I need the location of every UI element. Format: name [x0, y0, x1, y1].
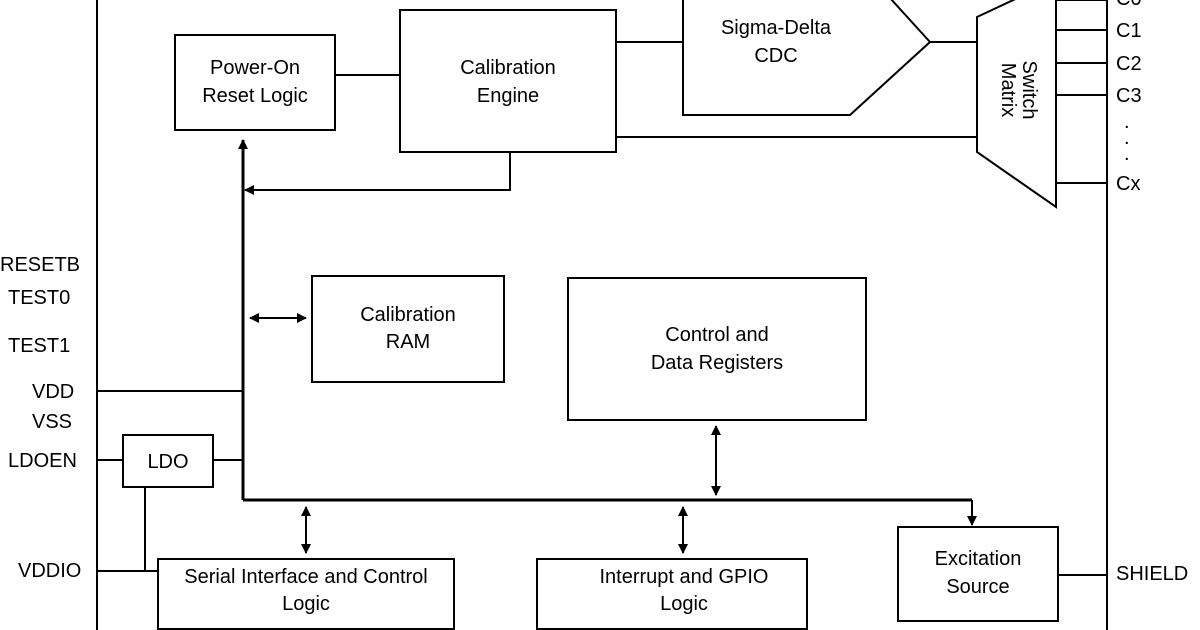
- pin-shield: SHIELD: [1116, 563, 1188, 585]
- pin-cx: Cx: [1116, 173, 1140, 195]
- serial-label-line2: Logic: [282, 593, 330, 615]
- pin-ldoen: LDOEN: [8, 450, 77, 472]
- control-data-registers-block: Control and Data Registers: [567, 277, 867, 421]
- pin-vddio: VDDIO: [18, 560, 81, 582]
- pin-c1: C1: [1116, 20, 1142, 42]
- por-label-line2: Reset Logic: [202, 85, 308, 107]
- ldo-block: LDO: [122, 434, 214, 488]
- cal-ram-label-line2: RAM: [386, 331, 430, 353]
- excitation-label-line1: Excitation: [935, 548, 1022, 570]
- excitation-source-block: Excitation Source: [897, 526, 1059, 622]
- pin-test1: TEST1: [8, 335, 70, 357]
- pin-c2: C2: [1116, 53, 1142, 75]
- ctrl-regs-label-line1: Control and: [665, 324, 768, 346]
- calibration-engine-block: Calibration Engine: [399, 9, 617, 153]
- pin-vss: VSS: [32, 411, 72, 433]
- serial-label-line1: Serial Interface and Control: [184, 566, 427, 588]
- switch-matrix-label-line1: Switch: [1018, 61, 1040, 120]
- pin-ellipsis-dot-2: .: [1124, 127, 1130, 149]
- power-on-reset-block: Power-On Reset Logic: [174, 34, 336, 131]
- pin-c3: C3: [1116, 85, 1142, 107]
- pin-ellipsis-dot-3: .: [1124, 143, 1130, 165]
- pin-vdd: VDD: [32, 381, 74, 403]
- pin-test0: TEST0: [8, 287, 70, 309]
- cal-ram-label-line1: Calibration: [360, 304, 456, 326]
- cal-engine-label-line1: Calibration: [460, 57, 556, 79]
- cal-engine-label-line2: Engine: [477, 85, 539, 107]
- right-pin-labels: C0 C1 C2 C3 . . . Cx SHIELD: [1116, 0, 1188, 585]
- left-pin-labels: RESETB TEST0 TEST1 VDD VSS LDOEN VDDIO: [0, 254, 81, 582]
- cdc-label-line1: Sigma-Delta: [721, 17, 832, 39]
- cdc-label-line2: CDC: [754, 45, 797, 67]
- ldo-label: LDO: [147, 451, 188, 473]
- interrupt-gpio-block: Interrupt and GPIO Logic: [536, 558, 808, 630]
- pin-c0: C0: [1116, 0, 1142, 10]
- interrupt-label-line1: Interrupt and GPIO: [600, 566, 769, 588]
- calibration-ram-block: Calibration RAM: [311, 275, 505, 383]
- switch-matrix-label-line2: Matrix: [997, 63, 1019, 117]
- sigma-delta-cdc-block: Sigma-Delta CDC: [682, 0, 932, 116]
- excitation-label-line2: Source: [946, 576, 1009, 598]
- pin-ellipsis-dot-1: .: [1124, 111, 1130, 133]
- por-label-line1: Power-On: [210, 57, 300, 79]
- interrupt-label-line2: Logic: [660, 593, 708, 615]
- internal-wiring: [97, 0, 1107, 630]
- pin-resetb: RESETB: [0, 254, 80, 276]
- switch-matrix-block: Switch Matrix: [976, 0, 1057, 209]
- serial-interface-block: Serial Interface and Control Logic: [157, 558, 455, 630]
- ctrl-regs-label-line2: Data Registers: [651, 352, 783, 374]
